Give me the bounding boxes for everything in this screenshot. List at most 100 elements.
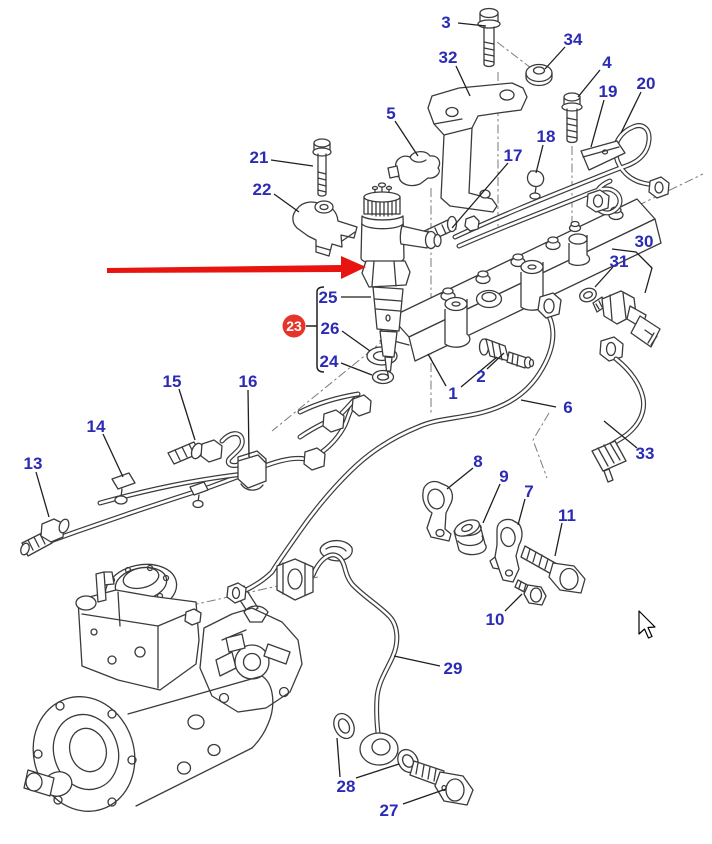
- part-4-bolt: [561, 92, 583, 144]
- part-22-clamp: [292, 200, 358, 257]
- leader-line-24: [340, 362, 373, 376]
- part-label-27: 27: [380, 801, 399, 820]
- pipe-6-rail-nut: [537, 292, 562, 319]
- part-label-2: 2: [476, 367, 485, 386]
- part-20-leakoff-pipes: [452, 123, 670, 249]
- part-label-33: 33: [636, 444, 655, 463]
- leader-line-14: [102, 433, 124, 478]
- pipe-bore: [244, 314, 555, 592]
- part-19-clamp-plate: [580, 140, 626, 171]
- leader-line-34: [544, 46, 566, 70]
- leader-line-10: [504, 593, 523, 612]
- part-label-13: 13: [24, 454, 43, 473]
- part-32-bracket: [427, 82, 528, 213]
- part-label-21: 21: [250, 148, 269, 167]
- part-11-bolt: [520, 545, 586, 594]
- leader-line-27: [402, 788, 447, 805]
- injection-pipe-harness: [20, 391, 372, 557]
- part-31-seal-ring: [579, 287, 597, 303]
- leader-line-33: [603, 420, 638, 449]
- leader-line-2: [486, 352, 505, 370]
- part-label-19: 19: [599, 82, 618, 101]
- part-label-22: 22: [253, 180, 272, 199]
- rail-outlet-nut-face: [605, 341, 617, 357]
- part-label-11: 11: [558, 506, 576, 525]
- fuel-rail: [376, 198, 662, 369]
- part-14-pipe-clip: [111, 472, 209, 509]
- leader-line-20: [620, 91, 642, 134]
- part-label-4: 4: [602, 53, 612, 72]
- leader-line-18: [535, 144, 544, 174]
- leader-line-19: [590, 99, 605, 148]
- part-13-pipe-nut: [20, 518, 70, 557]
- pipe-bore: [298, 421, 326, 439]
- part-5-clamp: [387, 150, 441, 187]
- artwork: [20, 7, 670, 812]
- leader-line-28: [336, 737, 341, 778]
- part-label-24: 24: [320, 352, 339, 371]
- part-label-3: 3: [441, 13, 450, 32]
- leader-line-22: [273, 193, 300, 213]
- pipe-bore: [298, 392, 360, 414]
- part-15-pipe-nut: [167, 439, 223, 465]
- pipe-bore: [26, 470, 252, 551]
- part-30-pressure-sensor: [592, 290, 661, 348]
- part-label-7: 7: [524, 482, 533, 501]
- part-23-injector: [360, 182, 442, 379]
- part-2-valve: [478, 338, 535, 369]
- leader-line-28: [355, 763, 400, 779]
- part-label-15: 15: [163, 372, 182, 391]
- part-8-bracket: [422, 480, 454, 542]
- part-label-16: 16: [239, 372, 258, 391]
- highlight: 23: [107, 256, 366, 373]
- leader-line-8: [446, 467, 474, 490]
- part-label-20: 20: [637, 74, 656, 93]
- leader-line-1: [460, 356, 498, 388]
- highlight-badge: [282, 314, 306, 338]
- part-label-5: 5: [386, 104, 395, 123]
- part-33-sensor-pipe: [591, 356, 647, 483]
- part-21-bolt: [312, 138, 332, 197]
- pipe-union-nut: [303, 447, 326, 471]
- part-label-31: 31: [610, 252, 629, 271]
- part-29-fuel-pipe: [276, 552, 400, 766]
- pipe-union-nut: [322, 409, 345, 433]
- leader-line-13: [35, 471, 50, 518]
- part-28-washers: [333, 712, 419, 774]
- leader-line-32: [455, 65, 471, 97]
- leader-line-29: [393, 655, 441, 667]
- part-label-10: 10: [486, 610, 505, 629]
- part-27-banjo-bolt: [409, 760, 474, 806]
- rail-end-cap: [568, 233, 591, 267]
- part-label-17: 17: [504, 146, 523, 165]
- part-label-1: 1: [448, 384, 457, 403]
- part-18-clip: [526, 170, 545, 200]
- part-34-grommet: [525, 63, 553, 87]
- part-label-18: 18: [537, 127, 556, 146]
- part-label-6: 6: [563, 398, 572, 417]
- part-16-pipe-clamp: [237, 450, 267, 491]
- leader-line-6: [520, 399, 557, 408]
- leader-line-7: [517, 498, 526, 526]
- part-label-34: 34: [564, 30, 583, 49]
- part-9-spacer: [453, 519, 487, 556]
- leader-line-30: [611, 248, 653, 294]
- highlight-arrow: [107, 256, 366, 279]
- highlight-badge-number: 23: [286, 318, 302, 334]
- part-label-30: 30: [635, 232, 654, 251]
- leader-line-15: [178, 388, 196, 441]
- pipe-union-nut: [351, 394, 372, 417]
- rail-seal-ring: [475, 289, 503, 309]
- leader-line-21: [270, 159, 314, 167]
- leader-line-3: [457, 22, 487, 27]
- part-label-9: 9: [499, 467, 508, 486]
- leader-line-17: [451, 162, 509, 229]
- part-24-washer: [371, 369, 395, 385]
- injection-pump: [23, 539, 353, 812]
- leader-line-26: [341, 330, 371, 352]
- leader-lines: [35, 22, 653, 805]
- pipe-bore: [600, 357, 645, 454]
- part-1-port-cylinders: [444, 259, 547, 348]
